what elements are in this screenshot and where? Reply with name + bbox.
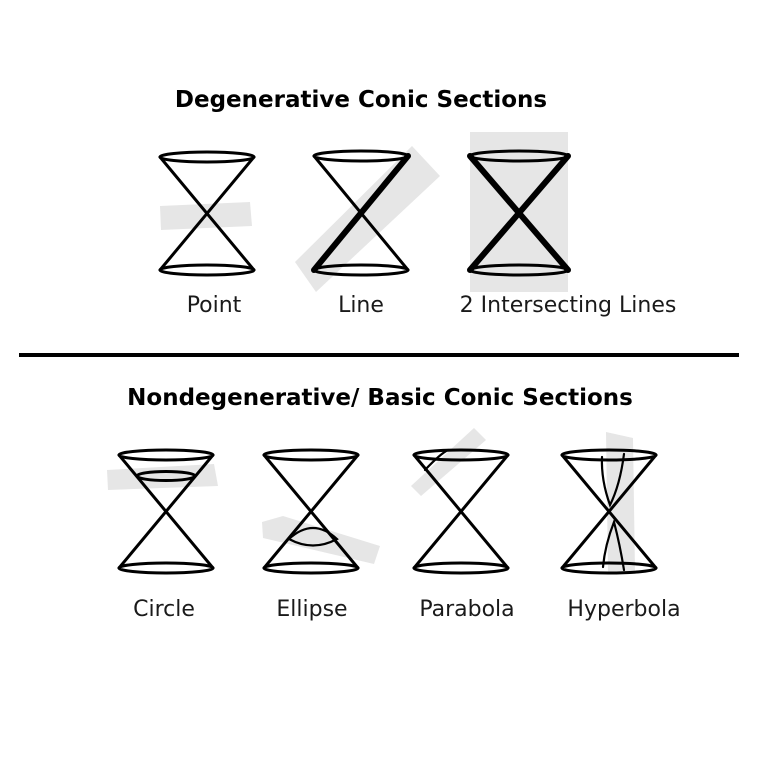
hyperbola-lower-branch: [601, 518, 626, 572]
point-label: Point: [187, 293, 242, 318]
parabola-cone: [412, 448, 510, 575]
line-label: Line: [338, 293, 384, 318]
hyperbola-plane: [606, 432, 635, 572]
line-figure: [295, 146, 440, 292]
intersecting-lines-label: 2 Intersecting Lines: [460, 293, 677, 318]
hyperbola-figure: [560, 432, 658, 575]
parabola-plane: [411, 428, 486, 496]
hyperbola-cone: [560, 448, 658, 575]
parabola-label: Parabola: [419, 597, 514, 622]
circle-cone: [117, 448, 215, 575]
section-divider: [19, 353, 739, 357]
ellipse-cross-section: [287, 526, 339, 547]
ellipse-figure: [262, 448, 380, 575]
circle-figure: [107, 448, 218, 575]
intersecting-line-b: [467, 153, 571, 273]
ellipse-label: Ellipse: [276, 597, 347, 622]
hyperbola-label: Hyperbola: [567, 597, 680, 622]
degenerative-heading: Degenerative Conic Sections: [175, 87, 547, 113]
circle-label: Circle: [133, 597, 195, 622]
point-figure: [158, 150, 256, 277]
nondegenerative-heading: Nondegenerative/ Basic Conic Sections: [127, 385, 633, 411]
parabola-figure: [411, 428, 510, 575]
line-intersection: [311, 153, 411, 273]
circle-cross-section: [135, 470, 197, 482]
parabola-cross-section: [423, 448, 450, 472]
ellipse-plane: [262, 516, 380, 564]
hyperbola-upper-branch: [600, 452, 626, 508]
ellipse-cone: [262, 448, 360, 575]
point-cone: [158, 150, 256, 277]
intersecting-lines-figure: [467, 132, 571, 292]
